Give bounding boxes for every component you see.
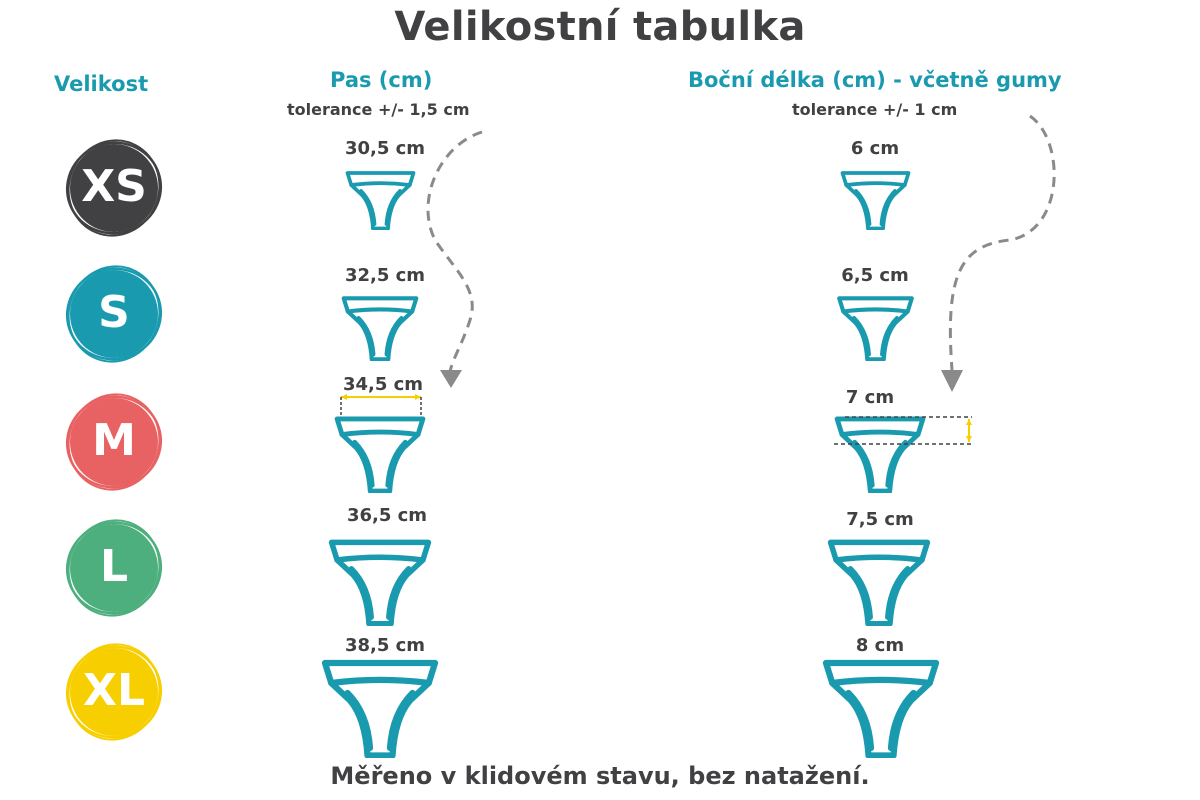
underwear-icon [831, 542, 928, 623]
side-value-l: 7,5 cm [846, 509, 914, 530]
page-title: Velikostní tabulka [394, 4, 806, 50]
size-badge-icon [65, 393, 163, 491]
underwear-icon [332, 542, 429, 623]
underwear-icon [337, 419, 423, 491]
waist-value-l: 36,5 cm [346, 505, 428, 526]
waist-value-xl: 38,5 cm [344, 635, 426, 656]
waist-value-m: 34,5 cm [342, 374, 424, 395]
size-badge-icon [65, 265, 163, 363]
footer-note: Měřeno v klidovém stavu, bez natažení. [330, 762, 870, 790]
size-badge-icon [65, 643, 163, 741]
size-badge-label: XS [81, 160, 147, 212]
size-badge-xl: XL [64, 640, 164, 741]
side-value-xs: 6 cm [850, 138, 900, 159]
size-badge-label: S [98, 286, 130, 338]
underwear-icon [345, 171, 416, 230]
side-value-m: 7 cm [845, 387, 895, 408]
side-value-s: 6,5 cm [841, 265, 909, 286]
size-badge-label: L [99, 540, 129, 592]
waist-tolerance: tolerance +/- 1,5 cm [287, 100, 470, 119]
side-tolerance: tolerance +/- 1 cm [792, 100, 958, 119]
side-measure-marker [834, 416, 972, 445]
size-badge-xs: XS [64, 136, 164, 237]
underwear-icon [344, 298, 417, 359]
waist-value-xs: 30,5 cm [344, 138, 426, 159]
size-badge-s: S [64, 262, 164, 363]
size-badge-m: M [64, 390, 164, 491]
size-badge-icon [65, 139, 163, 237]
size-column-header: Velikost [54, 72, 149, 96]
arrowhead-icon [440, 370, 462, 388]
underwear-icon [325, 663, 435, 756]
waist-value-s: 32,5 cm [344, 265, 426, 286]
size-badge-label: XL [83, 664, 145, 716]
side-value-xl: 8 cm [855, 635, 905, 656]
underwear-icon [840, 171, 911, 230]
size-badge-label: M [92, 414, 136, 466]
side-column-header: Boční délka (cm) - včetně gumy [688, 68, 1062, 92]
dashed-arrow-icon [948, 114, 1056, 371]
size-badge-l: L [64, 516, 164, 617]
dashed-arrow-icon [426, 130, 483, 373]
size-badge-icon [65, 519, 163, 617]
underwear-icon [826, 663, 936, 756]
underwear-icon [839, 298, 912, 359]
arrowhead-icon [941, 370, 963, 392]
waist-column-header: Pas (cm) [330, 68, 433, 92]
waist-measure-marker [340, 394, 422, 416]
underwear-icon [837, 419, 923, 491]
